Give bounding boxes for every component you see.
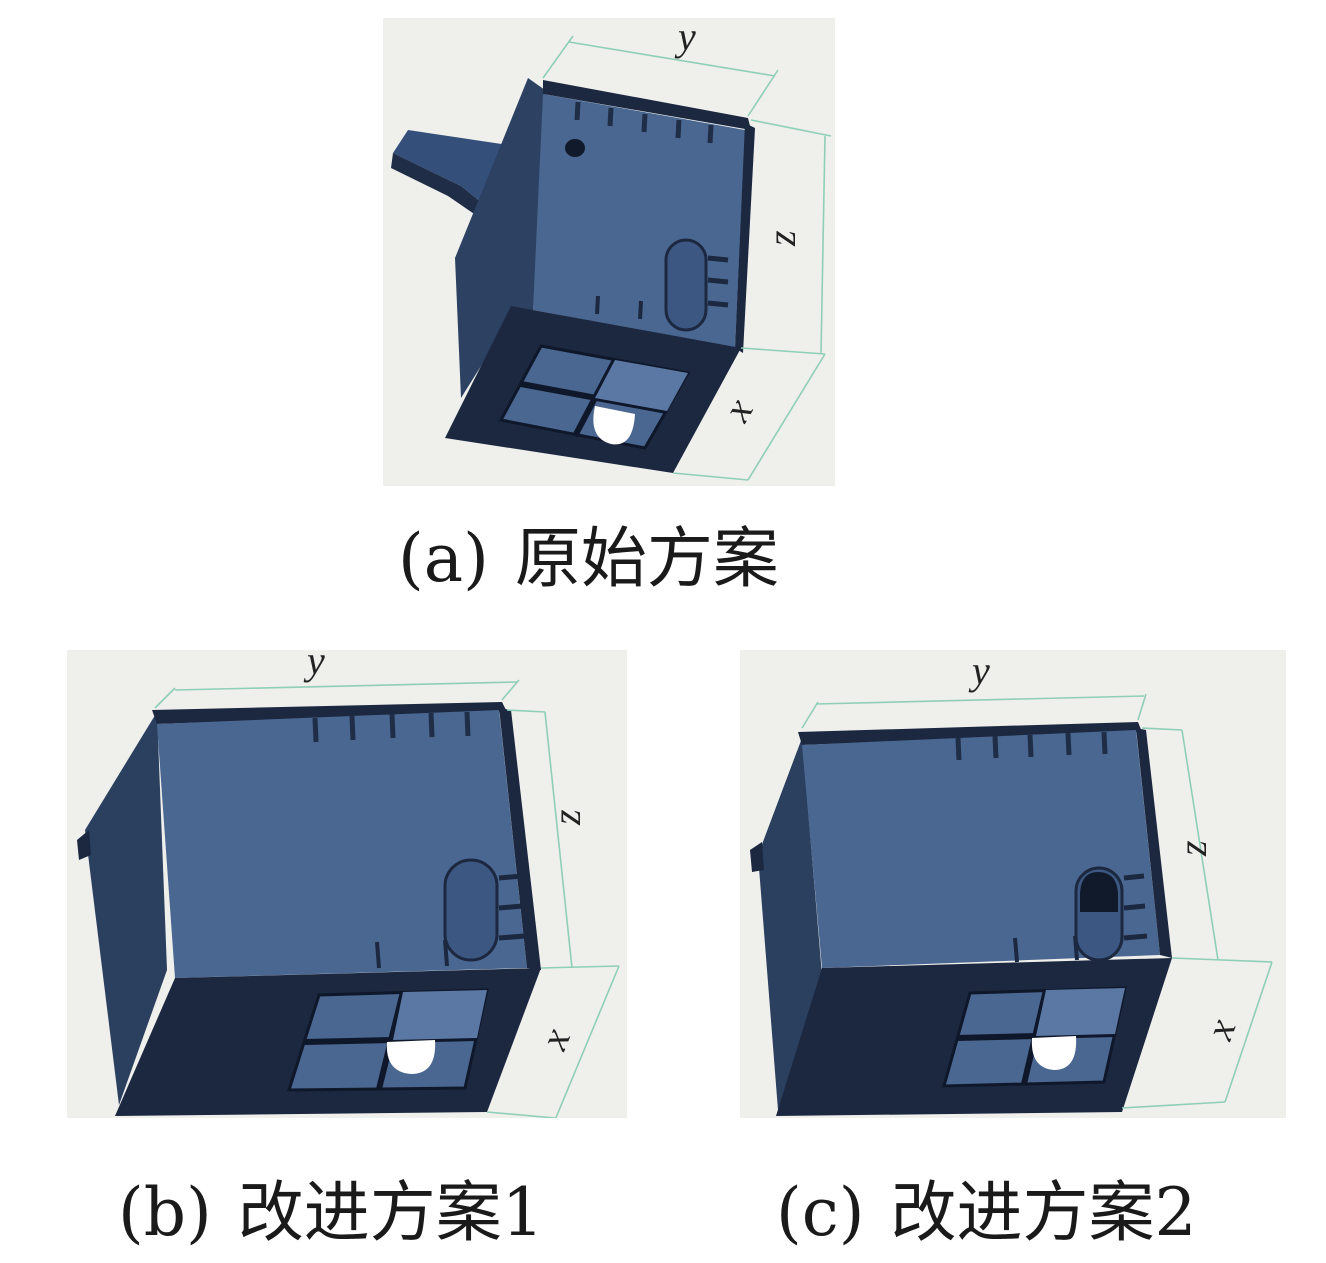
top-rim bbox=[152, 702, 507, 724]
caption-c-title: 改进方案2 bbox=[890, 1174, 1197, 1251]
slot-opening bbox=[1080, 872, 1118, 912]
dim-label-x: x bbox=[530, 1022, 579, 1056]
figure-b-box-model: y z x bbox=[77, 650, 620, 1118]
dim-label-z: z bbox=[1170, 840, 1215, 857]
semicircle-cutout bbox=[593, 406, 635, 445]
figure-c-box-model: y z x bbox=[750, 650, 1273, 1116]
caption-c-label: (c) bbox=[776, 1174, 865, 1251]
dim-label-y: y bbox=[968, 650, 990, 693]
round-hole bbox=[565, 139, 585, 157]
dim-label-z: z bbox=[544, 809, 589, 826]
side-wall bbox=[758, 738, 822, 1110]
dimension-lines bbox=[801, 693, 1273, 1109]
figure-a-box-model: y z x bbox=[391, 18, 832, 481]
side-wall bbox=[455, 78, 545, 398]
caption-c: (c)改进方案2 bbox=[776, 1180, 1196, 1246]
dimension-lines bbox=[154, 679, 620, 1118]
semicircle-cutout bbox=[386, 1040, 436, 1074]
oval-slot bbox=[443, 858, 499, 962]
caption-b-title: 改进方案1 bbox=[237, 1174, 544, 1251]
top-rim bbox=[543, 80, 751, 130]
caption-a-title: 原始方案 bbox=[514, 520, 779, 597]
dim-label-y: y bbox=[303, 650, 325, 683]
oval-slot bbox=[664, 238, 708, 332]
front-face bbox=[157, 710, 527, 978]
front-face bbox=[802, 730, 1160, 968]
dim-label-y: y bbox=[674, 18, 696, 59]
dim-label-z: z bbox=[759, 230, 804, 247]
caption-b: (b)改进方案1 bbox=[118, 1180, 544, 1246]
dim-label-x: x bbox=[1196, 1013, 1245, 1046]
dimension-lines bbox=[542, 35, 832, 481]
semicircle-cutout bbox=[1031, 1036, 1077, 1070]
figure-b-render: y z x bbox=[67, 650, 627, 1118]
side-wall bbox=[85, 712, 167, 1105]
caption-a: (a)原始方案 bbox=[398, 526, 779, 592]
dim-label-x: x bbox=[713, 390, 761, 429]
top-rim bbox=[798, 722, 1142, 745]
figure-c-render: y z x bbox=[740, 650, 1286, 1118]
figure-a-render: y z x bbox=[383, 18, 835, 486]
caption-a-label: (a) bbox=[398, 520, 489, 597]
caption-b-label: (b) bbox=[118, 1174, 212, 1251]
